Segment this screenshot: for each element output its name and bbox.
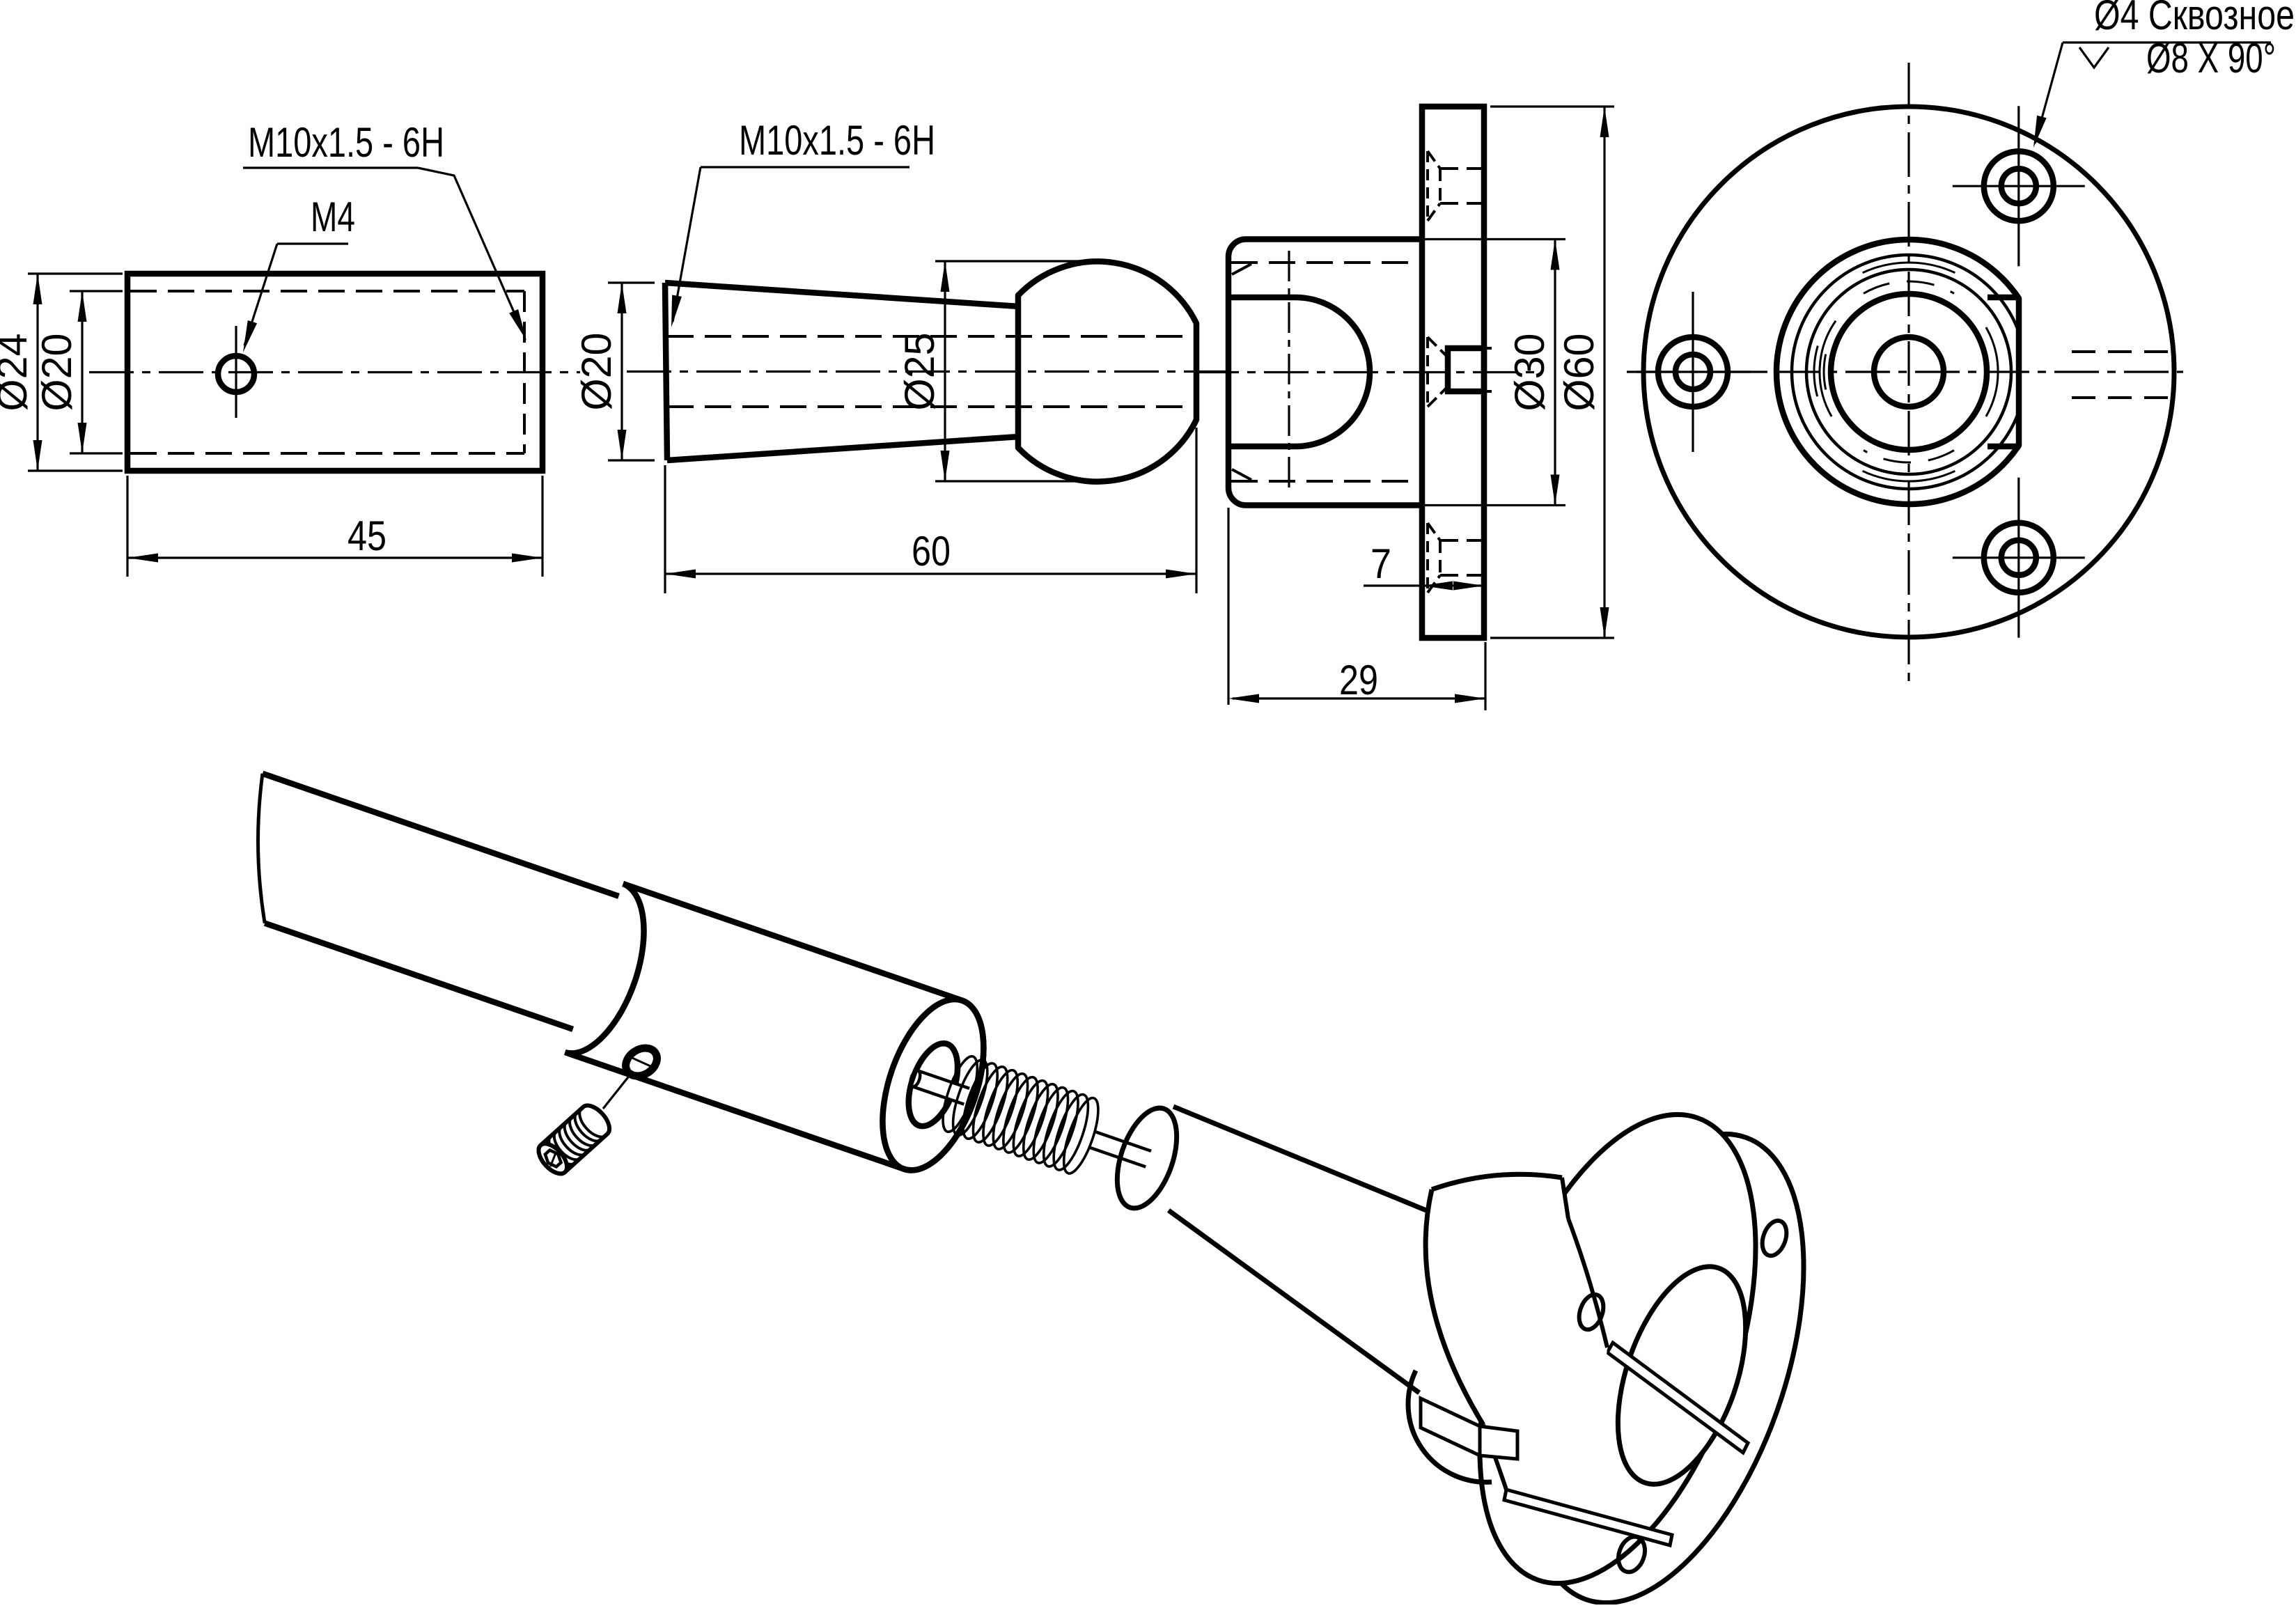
svg-text:45: 45 (347, 513, 386, 559)
svg-text:M10x1.5 - 6H: M10x1.5 - 6H (248, 119, 444, 166)
svg-text:Ø25: Ø25 (896, 333, 943, 411)
svg-text:M10x1.5 - 6H: M10x1.5 - 6H (739, 117, 935, 164)
svg-text:Ø60: Ø60 (1556, 334, 1602, 412)
svg-text:Ø30: Ø30 (1506, 334, 1553, 412)
svg-text:Ø24: Ø24 (0, 334, 36, 412)
svg-text:29: 29 (1339, 657, 1378, 703)
svg-text:Ø20: Ø20 (573, 333, 620, 411)
svg-text:Ø20: Ø20 (33, 334, 80, 412)
svg-text:Ø4 Сквозное: Ø4 Сквозное (2094, 0, 2295, 38)
svg-text:60: 60 (912, 528, 951, 575)
svg-text:7: 7 (1370, 540, 1391, 587)
svg-text:M4: M4 (311, 194, 355, 240)
